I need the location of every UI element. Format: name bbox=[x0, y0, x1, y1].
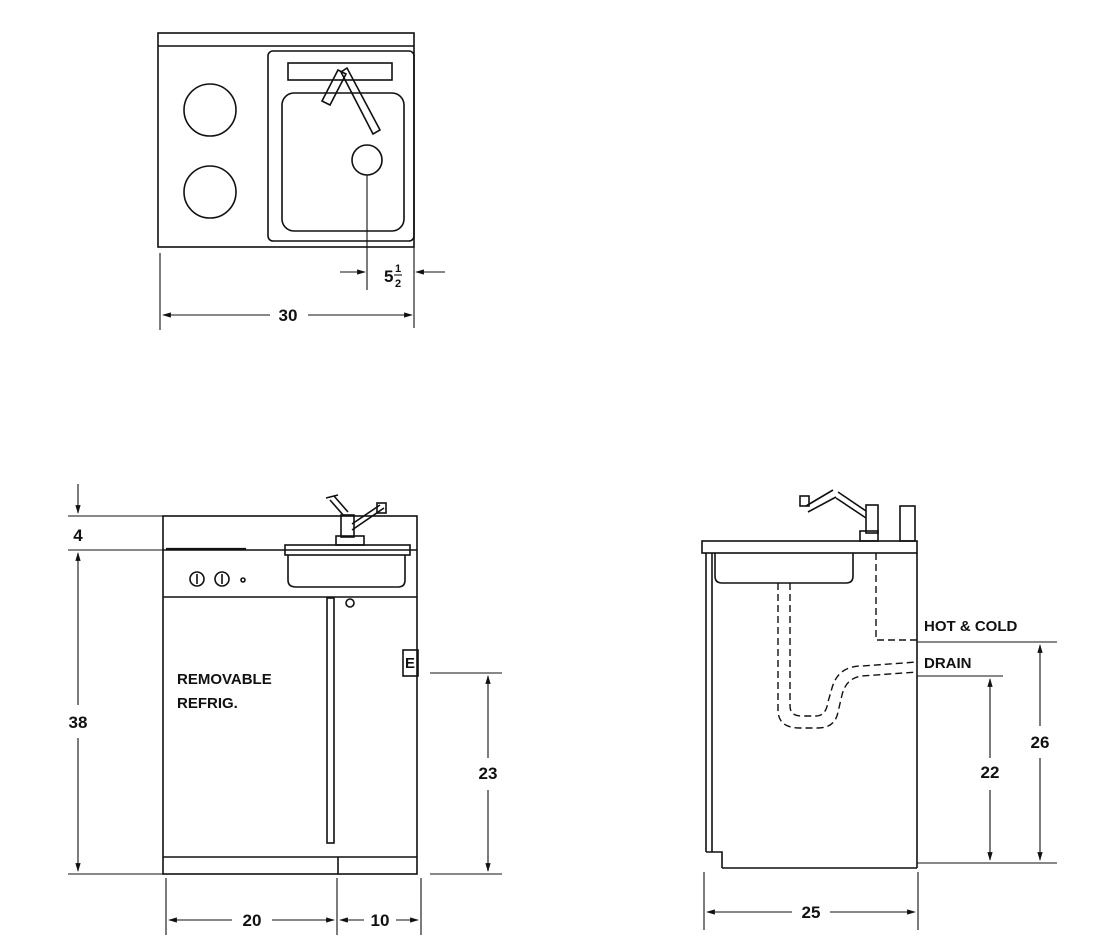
sink-bowl-side bbox=[714, 553, 854, 584]
top-height-dimension: 4 bbox=[73, 526, 83, 545]
front-view: REMOVABLE REFRIG. E 4 38 23 20 10 bbox=[68, 484, 502, 935]
depth-dimension: 25 bbox=[802, 903, 821, 922]
faucet-top bbox=[320, 66, 382, 136]
electrical-outlet-box bbox=[402, 649, 419, 677]
control-knobs bbox=[189, 571, 246, 587]
door-latch bbox=[345, 598, 355, 608]
overall-height-dimension: 38 bbox=[69, 713, 88, 732]
cabinet-outline bbox=[162, 515, 418, 875]
drain-label: DRAIN bbox=[924, 655, 972, 672]
offset-dimension-numerator: 1 bbox=[395, 263, 401, 275]
offset-dimension-denominator: 2 bbox=[395, 278, 401, 290]
faucet-front bbox=[325, 494, 387, 546]
toe-kick-notch bbox=[706, 851, 723, 868]
top-view: 5 1 2 30 bbox=[157, 32, 445, 330]
left-width-dimension: 20 bbox=[243, 911, 262, 930]
drain-trap bbox=[777, 583, 918, 729]
supply-height-dimension: 26 bbox=[1031, 733, 1050, 752]
door-divider bbox=[326, 597, 335, 844]
drain-height-dimension: 22 bbox=[981, 763, 1000, 782]
sink-drain bbox=[351, 144, 383, 176]
faucet-side bbox=[799, 489, 879, 542]
sink-basin bbox=[281, 92, 405, 232]
side-view: HOT & COLD DRAIN 22 26 25 bbox=[701, 489, 1057, 930]
sink-rim bbox=[267, 50, 415, 242]
burner-rear bbox=[183, 83, 237, 137]
width-dimension: 30 bbox=[279, 306, 298, 325]
refrigerator-note-line2: REFRIG. bbox=[177, 695, 238, 712]
sink-bowl-front bbox=[287, 555, 406, 588]
electrical-outlet-marker: E bbox=[405, 655, 415, 672]
supply-line bbox=[875, 553, 920, 641]
outlet-height-dimension: 23 bbox=[479, 764, 498, 783]
faucet-deck bbox=[287, 62, 393, 81]
offset-dimension-whole: 5 bbox=[384, 267, 393, 286]
backsplash-side bbox=[899, 505, 916, 542]
right-width-dimension: 10 bbox=[371, 911, 390, 930]
refrigerator-note-line1: REMOVABLE bbox=[177, 671, 272, 688]
supply-label: HOT & COLD bbox=[924, 618, 1017, 635]
counter-side bbox=[701, 540, 918, 554]
burner-front bbox=[183, 165, 237, 219]
